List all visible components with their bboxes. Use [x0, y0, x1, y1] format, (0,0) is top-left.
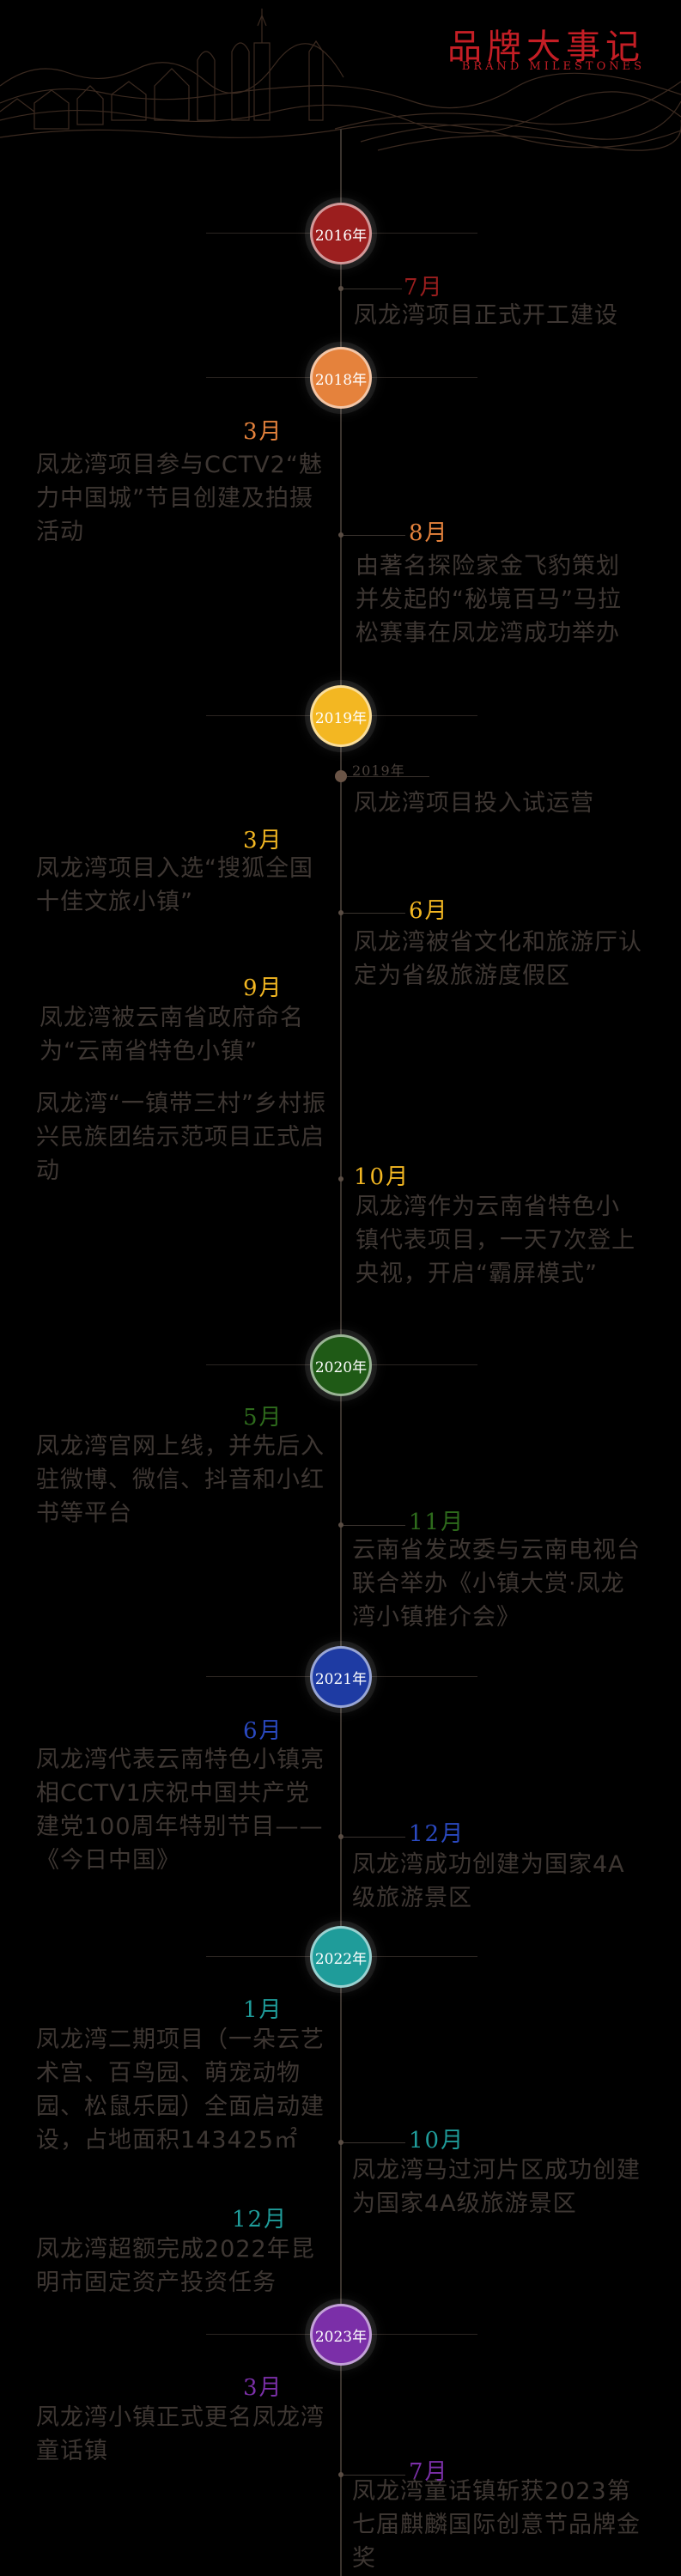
event-text: 云南省发改委与云南电视台联合举办《小镇大赏·凤龙湾小镇推介会》 [352, 1537, 641, 1631]
event-text: 凤龙湾成功创建为国家4A级旅游景区 [352, 1851, 625, 1911]
event-text: 凤龙湾“一镇带三村”乡村振兴民族团结示范项目正式启动 [36, 1091, 326, 1184]
connector-line [344, 1525, 405, 1526]
event-text: 由著名探险家金飞豹策划并发起的“秘境百马”马拉松赛事在凤龙湾成功举办 [356, 553, 622, 647]
timeline-dot [338, 910, 344, 915]
connector-line [344, 2475, 405, 2476]
timeline-dot [338, 1522, 344, 1528]
year-badge-2022: 2022年 [310, 1926, 372, 1988]
timeline-dot [338, 1834, 344, 1839]
event-text: 凤龙湾童话镇斩获2023第七届麒麟国际创意节品牌金奖 [352, 2478, 641, 2572]
event-text: 凤龙湾被省文化和旅游厅认定为省级旅游度假区 [354, 929, 642, 989]
timeline-dot [338, 532, 344, 538]
year-badge-2016: 2016年 [310, 203, 372, 264]
timeline-dot-large [335, 770, 347, 782]
event-month: 3月 [243, 828, 283, 854]
event-month: 6月 [409, 898, 449, 924]
event-text: 凤龙湾代表云南特色小镇亮相CCTV1庆祝中国共产党建党100周年特别节目——《今… [36, 1747, 325, 1874]
event-month: 7月 [409, 2459, 449, 2485]
event-text: 凤龙湾官网上线，并先后入驻微博、微信、抖音和小红书等平台 [36, 1433, 325, 1527]
page-title: 品牌大事记 [447, 27, 645, 67]
event-month: 5月 [243, 1405, 283, 1431]
event-text: 凤龙湾小镇正式更名凤龙湾童话镇 [36, 2404, 325, 2464]
connector-line [344, 1837, 405, 1838]
year-badge-2021: 2021年 [310, 1646, 372, 1708]
event-month: 7月 [404, 275, 444, 301]
event-month: 11月 [409, 1510, 465, 1535]
event-text: 凤龙湾项目参与CCTV2“魅力中国城”节目创建及拍摄活动 [36, 452, 323, 545]
event-month: 12月 [409, 1821, 465, 1847]
event-text: 凤龙湾项目投入试运营 [354, 790, 594, 817]
event-month: 10月 [354, 1164, 410, 1190]
timeline-dot [338, 1176, 344, 1182]
event-month: 3月 [243, 419, 283, 445]
event-text: 凤龙湾作为云南省特色小镇代表项目，一天7次登上央视，开启“霸屏模式” [356, 1194, 636, 1287]
event-month: 12月 [232, 2207, 289, 2233]
event-month: 8月 [409, 520, 449, 546]
event-month: 1月 [243, 1997, 283, 2023]
connector-line [344, 535, 405, 536]
year-badge-2019: 2019年 [310, 685, 372, 747]
event-text: 凤龙湾超额完成2022年昆明市固定资产投资任务 [36, 2236, 315, 2296]
event-text: 凤龙湾马过河片区成功创建为国家4A级旅游景区 [352, 2157, 641, 2217]
timeline-dot [338, 286, 344, 291]
event-month: 3月 [243, 2375, 283, 2401]
event-text: 凤龙湾项目入选“搜狐全国十佳文旅小镇” [36, 855, 313, 915]
year-badge-2020: 2020年 [310, 1334, 372, 1396]
year-badge-2018: 2018年 [310, 347, 372, 409]
event-month: 10月 [409, 2128, 465, 2154]
timeline-dot [338, 2472, 344, 2477]
page-subtitle: BRAND MILESTONES [461, 60, 645, 73]
year-badge-2023: 2023年 [310, 2304, 372, 2366]
header-banner: 品牌大事记 BRAND MILESTONES [0, 0, 681, 163]
event-text: 凤龙湾项目正式开工建设 [354, 302, 618, 329]
event-text: 凤龙湾被云南省政府命名为“云南省特色小镇” [40, 1005, 304, 1065]
event-text: 凤龙湾二期项目（一朵云艺术宫、百鸟园、萌宠动物园、松鼠乐园）全面启动建设，占地面… [36, 2026, 325, 2154]
castle-skyline-illustration [0, 9, 681, 151]
event-year-label: 2019年 [352, 762, 405, 779]
event-month: 9月 [243, 975, 283, 1001]
event-month: 6月 [243, 1718, 283, 1744]
connector-line [347, 776, 429, 777]
connector-line [344, 2142, 405, 2143]
timeline-dot [338, 2140, 344, 2145]
connector-line [344, 913, 405, 914]
